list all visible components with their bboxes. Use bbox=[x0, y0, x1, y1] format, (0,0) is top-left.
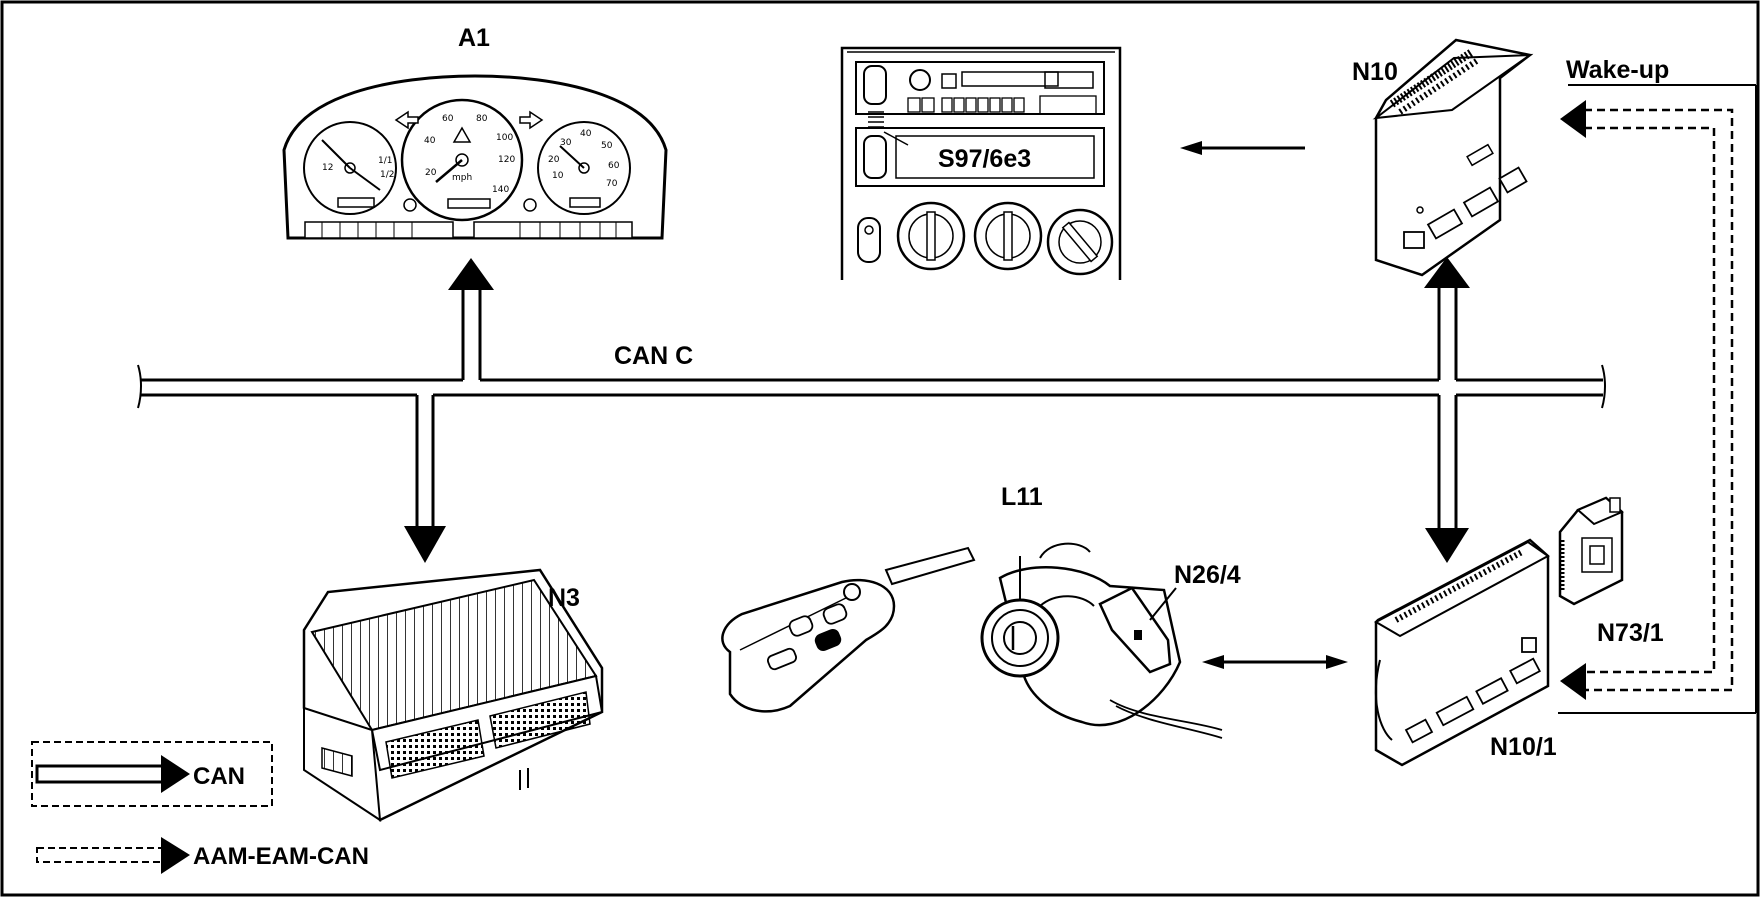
center-console-panel bbox=[840, 46, 1122, 280]
label-l11: L11 bbox=[1001, 483, 1043, 511]
wakeup-line bbox=[1558, 84, 1757, 714]
speed-tick: 60 bbox=[442, 114, 454, 124]
svg-text:1/1: 1/1 bbox=[378, 156, 392, 166]
label-n26-4: N26/4 bbox=[1174, 561, 1241, 589]
ignition-switch-l11-n26-4 bbox=[980, 542, 1223, 739]
legend: CAN AAM-EAM-CAN bbox=[31, 741, 369, 874]
can-branch-a1 bbox=[448, 258, 494, 380]
can-branch-n3 bbox=[404, 395, 446, 563]
rpm-tick: 50 bbox=[601, 141, 613, 151]
can-branch-n10 bbox=[1424, 257, 1470, 380]
module-n73-1 bbox=[1558, 496, 1624, 606]
legend-can-label: CAN bbox=[193, 763, 245, 790]
label-s97-6e3: S97/6e3 bbox=[938, 145, 1031, 173]
legend-aam-label: AAM-EAM-CAN bbox=[193, 843, 369, 870]
legend-can-symbol bbox=[35, 764, 165, 784]
turn-left-icon bbox=[394, 110, 419, 130]
rpm-tick: 70 bbox=[606, 179, 618, 189]
label-n3: N3 bbox=[548, 584, 580, 612]
instrument-cluster-a1: 12 1/1 1/2 20 40 60 80 100 120 140 mph 1… bbox=[282, 74, 668, 240]
turn-right-icon bbox=[519, 110, 544, 130]
aam-eam-can-link bbox=[1584, 108, 1734, 692]
ignition-key bbox=[721, 546, 976, 713]
speed-tick: 40 bbox=[424, 136, 436, 146]
label-wakeup: Wake-up bbox=[1566, 56, 1669, 84]
rpm-tick: 20 bbox=[548, 155, 560, 165]
module-n3 bbox=[302, 568, 604, 822]
label-a1: A1 bbox=[458, 24, 490, 52]
arrow-to-n10-1 bbox=[1560, 663, 1586, 700]
arrow-to-n10 bbox=[1560, 100, 1586, 138]
speed-tick: 100 bbox=[496, 133, 513, 143]
arrow-n26-4-n10-1 bbox=[1202, 655, 1348, 669]
module-n10 bbox=[1372, 38, 1534, 277]
trunk-icon bbox=[814, 628, 842, 652]
speed-tick: 120 bbox=[498, 155, 515, 165]
module-n10-1 bbox=[1373, 538, 1550, 767]
rpm-tick: 10 bbox=[552, 171, 564, 181]
speed-tick: 140 bbox=[492, 185, 509, 195]
label-n10-1: N10/1 bbox=[1490, 733, 1557, 761]
speed-tick: 80 bbox=[476, 114, 488, 124]
svg-text:1/2: 1/2 bbox=[380, 170, 394, 180]
leader-n26-4 bbox=[1149, 587, 1177, 621]
unlock-icon bbox=[822, 603, 848, 625]
label-n73-1: N73/1 bbox=[1597, 619, 1664, 647]
rpm-tick: 60 bbox=[608, 161, 620, 171]
speed-tick: 20 bbox=[425, 168, 437, 178]
bus-label: CAN C bbox=[614, 342, 693, 370]
can-c-bus bbox=[137, 364, 1606, 409]
rpm-tick: 40 bbox=[580, 129, 592, 139]
lock-icon bbox=[788, 615, 814, 637]
svg-text:12: 12 bbox=[322, 163, 333, 173]
speed-unit: mph bbox=[452, 173, 472, 183]
rpm-tick: 30 bbox=[560, 138, 572, 148]
label-n10: N10 bbox=[1352, 58, 1398, 86]
legend-can-frame bbox=[31, 741, 273, 807]
arrow-n10-to-console bbox=[1180, 141, 1305, 155]
can-branch-n10-1 bbox=[1425, 395, 1469, 563]
legend-aam-symbol bbox=[36, 847, 164, 863]
